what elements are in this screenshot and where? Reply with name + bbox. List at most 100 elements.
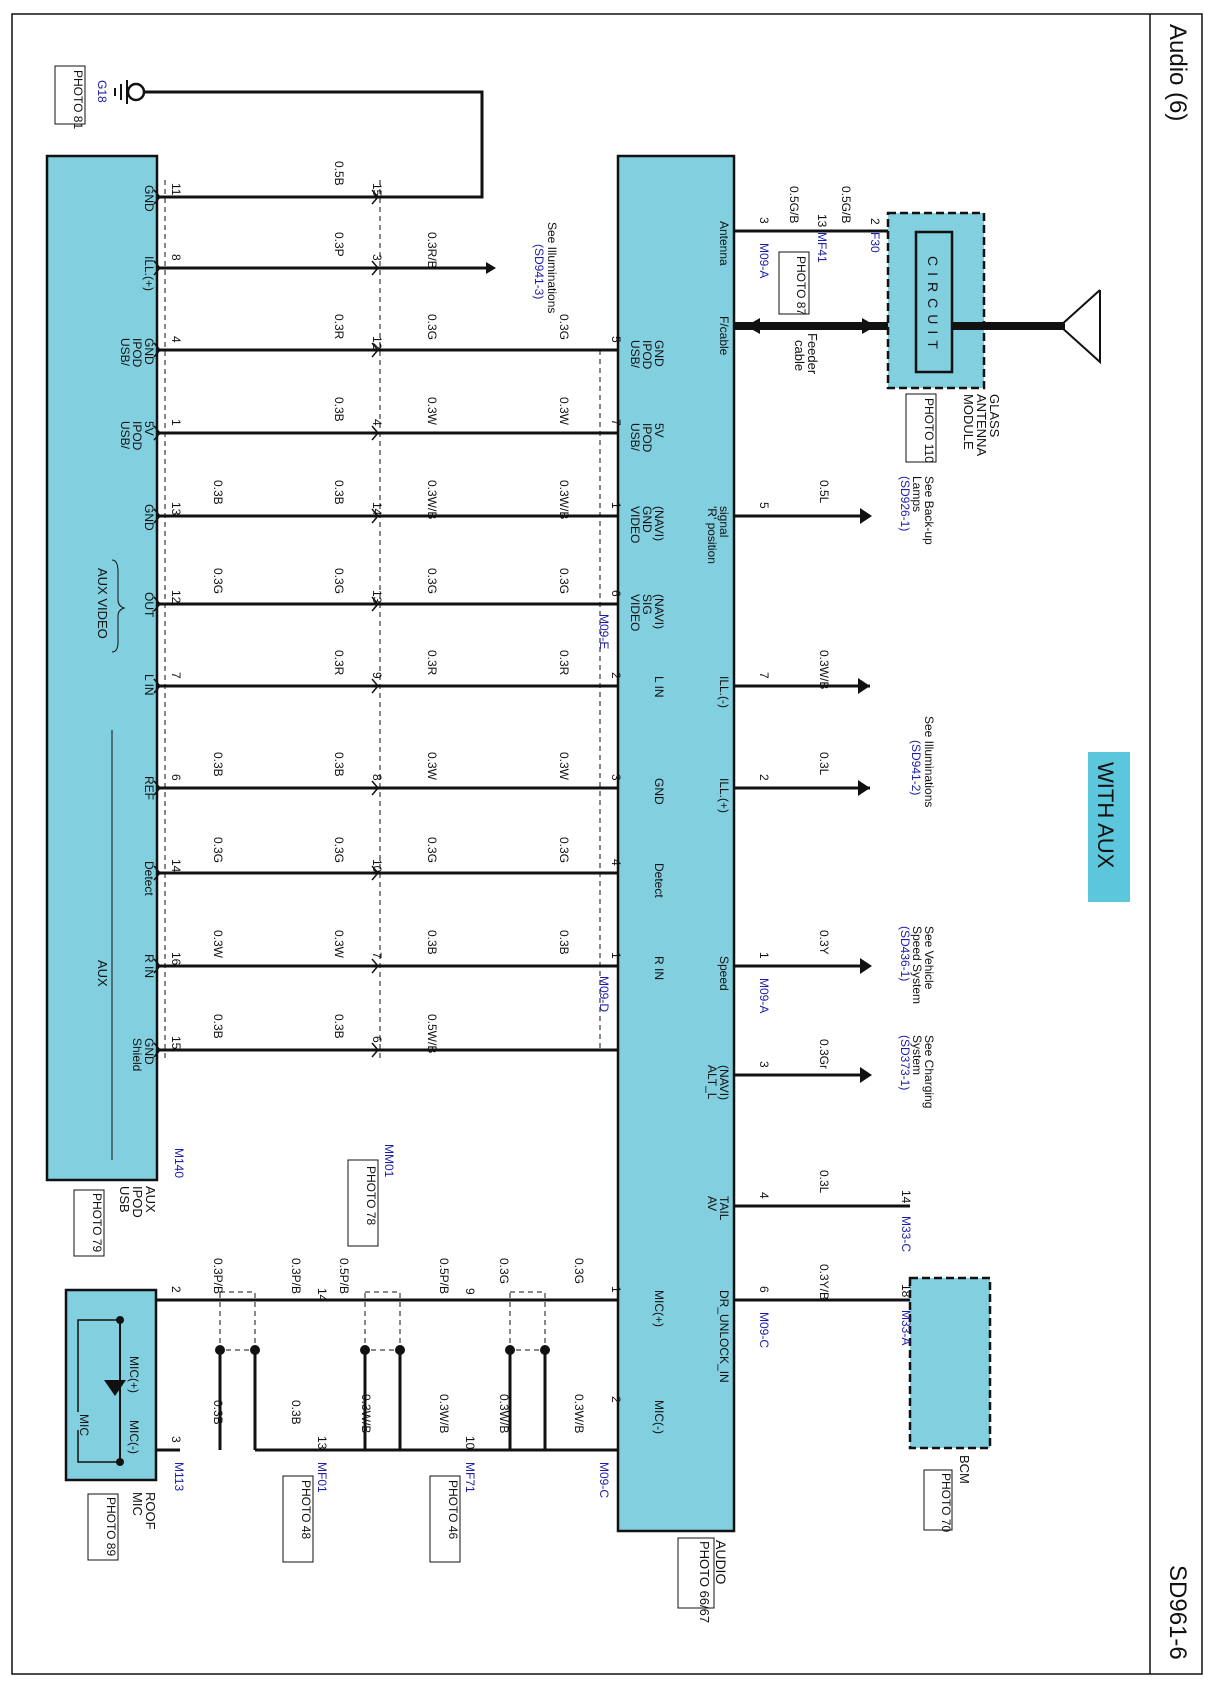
aux-pin-label: IPOD	[130, 338, 144, 368]
audio-bottom-label: (NAVI)	[652, 506, 666, 541]
mf71-wire-plus-left: 0.5P/B	[337, 1258, 351, 1294]
ground-wire	[144, 90, 484, 199]
mf01-pin-minus: 13	[315, 1436, 329, 1450]
page-code: SD961-6	[1164, 1565, 1191, 1660]
mm01-terminal	[371, 865, 379, 881]
svg-text:GLASS: GLASS	[987, 394, 1002, 438]
audio-wire-size: 0.3G	[425, 568, 439, 594]
mic-shield-dash	[364, 1291, 401, 1351]
audio-bottom-label: L IN	[652, 676, 666, 698]
aux-pin-label: GND	[142, 185, 156, 212]
audio-top-label: TAIL	[717, 1196, 731, 1221]
aux-wire-size: 0.3B	[332, 752, 346, 777]
option-badge-bg	[1088, 752, 1130, 902]
audio-top-pin: 6	[757, 1286, 771, 1293]
aux-pin-number: 16	[169, 952, 183, 966]
aux-wire-size: 0.3G	[332, 568, 346, 594]
aux-pin-number: 4	[169, 336, 183, 343]
page-frame	[11, 13, 1203, 1675]
mic-pin: 2	[169, 1286, 183, 1293]
audio-top-wire-size: 0.3Gr	[817, 1039, 831, 1069]
audio-bottom-pin: 2	[609, 1396, 623, 1403]
audio-bottom-label: (NAVI)	[652, 594, 666, 629]
svg-text:USB: USB	[117, 1186, 132, 1213]
audio-wire-size: 0.3W/B	[425, 480, 439, 519]
aux-wire-size: 0.3R	[332, 314, 346, 340]
mf41-photo-box	[778, 251, 810, 315]
audio-ref: (SD373-1)	[898, 1035, 912, 1090]
audio-unit	[616, 154, 736, 1533]
aux-pin-label: 5V	[142, 421, 156, 436]
bcm-pin: 18	[899, 1284, 913, 1298]
aux-pin-number: 13	[169, 502, 183, 516]
illum-ref-aux-code: (SD941-3)	[532, 244, 546, 299]
ground-photo: PHOTO 81	[71, 70, 85, 129]
audio-ref: See Vehicle	[922, 926, 936, 990]
aux-wire-size: 0.3P	[332, 232, 346, 257]
aux-wire-size: 0.3W	[332, 930, 346, 959]
audio-top-label: AV	[705, 1196, 719, 1211]
audio-bottom-connector: M09-E	[597, 614, 611, 649]
roof-mic-name-lines: ROOF MIC	[130, 1492, 158, 1530]
audio-bottom-label: IPOD	[640, 423, 654, 453]
audio-bottom-connector: M09-D	[597, 976, 611, 1012]
audio-top-wire-size: 0.3Y/B	[817, 1264, 831, 1300]
audio-wire-size: 0.3W	[425, 752, 439, 781]
shield-wire-size: 0.3W	[211, 930, 225, 959]
mf01-photo-box	[282, 1475, 314, 1563]
illum-ref-audio: See Illuminations	[922, 716, 936, 807]
audio-top-label: 'R' position	[705, 506, 719, 564]
mm01-pin-number: 8	[370, 774, 384, 781]
aux-pin-number: 1	[169, 419, 183, 426]
audio-ref: See Back-up	[922, 476, 936, 545]
aux-pin-label: REF	[142, 776, 156, 800]
audio-top-wire-size: 0.3Y	[817, 930, 831, 955]
mic-shield-dash	[219, 1291, 256, 1351]
illum-ref-aux: See Illuminations	[545, 222, 559, 313]
audio-bottom-wire: 0.3G	[557, 837, 571, 863]
bcm-pin: 14	[899, 1190, 913, 1204]
audio-bottom-pin: 6	[609, 590, 623, 597]
mm01-pin-number: 14	[370, 502, 384, 516]
mic-plus-label: MIC(+)	[127, 1356, 141, 1393]
aux-wire-size: 0.3B	[332, 480, 346, 505]
mm01-terminal	[371, 342, 379, 358]
mm01-pin-number: 7	[370, 952, 384, 959]
aux-photo: PHOTO 79	[90, 1193, 104, 1252]
antenna-pin-2: 2	[868, 218, 882, 225]
aux-video-brace	[111, 559, 126, 653]
antenna-name-lines: GLASS ANTENNA MODULE	[961, 394, 1002, 456]
svg-text:ANTENNA: ANTENNA	[974, 394, 989, 456]
mf71-connector: MF71	[463, 1462, 477, 1493]
mf71-photo-box	[429, 1475, 461, 1563]
mm01-terminal	[371, 780, 379, 796]
audio-bottom-label: SIG	[640, 594, 654, 615]
bcm-photo: PHOTO 70	[939, 1473, 953, 1532]
mf71-wire-minus: 0.3W/B	[437, 1394, 451, 1433]
audio-ref: Speed System	[910, 926, 924, 1004]
svg-text:MIC: MIC	[130, 1492, 145, 1516]
ground-id: G18	[95, 80, 109, 103]
mic-shield-dash	[509, 1291, 546, 1351]
mf01-wire-minus: 0.3B	[289, 1400, 303, 1425]
audio-top-label: ILL.(+)	[717, 778, 731, 813]
shield-wire-size: 0.3B	[211, 1014, 225, 1039]
audio-ref: System	[910, 1035, 924, 1075]
aux-pin-label: Shield	[130, 1038, 144, 1071]
aux-wire-size: 0.3B	[332, 1014, 346, 1039]
aux-pin-number: 8	[169, 254, 183, 261]
aux-pin-label: R IN	[142, 954, 156, 978]
shield-wire-size: 0.3B	[211, 480, 225, 505]
audio-ref: Lamps	[910, 476, 924, 512]
audio-top-wire-size: 0.3W/B	[817, 650, 831, 689]
audio-bottom-pin: 4	[609, 859, 623, 866]
audio-bottom-wire: 0.3W	[557, 397, 571, 426]
mf71-wire-minus-top: 0.3W/B	[497, 1394, 511, 1433]
mic-audio-connector: M09-C	[597, 1462, 611, 1498]
ground-icon	[114, 80, 128, 104]
antenna-icon	[1058, 289, 1101, 365]
antenna-pin-13: 13	[815, 214, 829, 228]
ref-arrow	[860, 1067, 872, 1083]
mf01-photo: PHOTO 48	[299, 1480, 313, 1539]
feeder-line-2: cable	[792, 340, 807, 371]
